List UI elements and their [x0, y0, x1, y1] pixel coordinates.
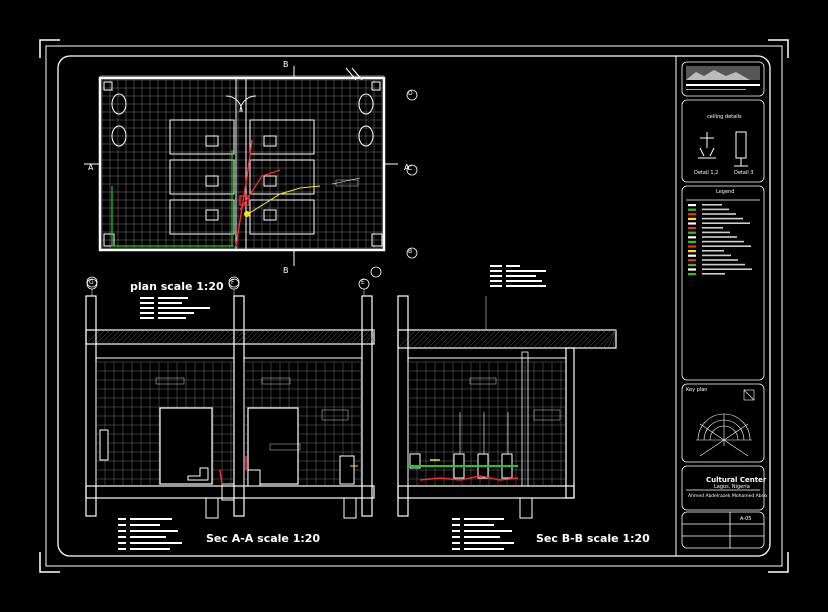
- detail-label-2: Detail 3: [734, 170, 754, 176]
- inner-frame: [57, 55, 771, 557]
- sheet-corner-marks: [39, 39, 789, 573]
- legend-title: Legend: [716, 189, 735, 195]
- section-b-notes: [490, 265, 546, 287]
- section-b-title: Sec B-B scale 1:20: [536, 532, 650, 545]
- section-a-title: Sec A-A scale 1:20: [206, 532, 321, 545]
- floor-plan: [84, 66, 418, 288]
- legend-table: [688, 204, 752, 276]
- axis-label-right-3: B: [408, 248, 413, 255]
- sheet-number: A-05: [740, 516, 752, 522]
- pipe-green: [111, 186, 234, 247]
- axis-label-g: G: [89, 279, 94, 286]
- project-name: Cultural Center: [706, 476, 767, 484]
- title-block: [681, 61, 765, 549]
- logo-image: [686, 66, 760, 90]
- pipe-junction: [239, 195, 250, 206]
- section-a-a: [85, 278, 375, 519]
- section-a-notes: [118, 518, 182, 550]
- author-name: Ahmed Abdelrazek Mohamed Abdo: [688, 494, 768, 499]
- section-marker-b-bottom: B: [283, 266, 289, 275]
- sheet-border: [45, 45, 783, 567]
- pipe-red: [235, 139, 253, 247]
- ceiling-details-title: ceiling details: [707, 114, 742, 120]
- axis-label-e: E: [361, 279, 365, 286]
- section-marker-b-top: B: [283, 60, 289, 69]
- ceiling-detail-icons: [698, 131, 748, 167]
- axis-label-right-1: D: [408, 90, 413, 97]
- section-b-bottom-notes: [452, 518, 514, 550]
- project-location: Lagos, Nigeria: [714, 484, 750, 490]
- key-plan-title: Key plan: [686, 387, 708, 393]
- section-marker-a-left: A: [88, 163, 94, 172]
- pipe-yellow: [247, 185, 321, 215]
- key-plan: [696, 389, 755, 457]
- axis-label-right-2: C: [408, 165, 413, 172]
- pipe-red: [239, 169, 281, 211]
- section-b-b: [397, 295, 617, 519]
- detail-label-1: Detail 1,2: [694, 170, 719, 176]
- section-marker-a-right: A: [404, 163, 410, 172]
- axis-label-f: F: [231, 279, 235, 286]
- plan-title: plan scale 1:20: [130, 280, 224, 293]
- plan-notes: [140, 297, 210, 319]
